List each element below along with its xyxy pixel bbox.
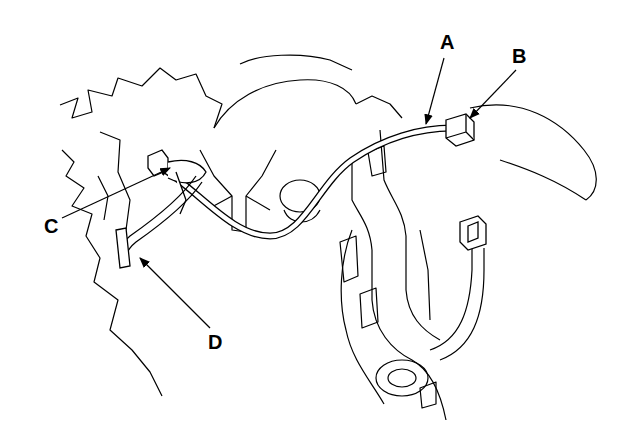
callout-wrap: A bbox=[440, 32, 454, 53]
callout-letter: A bbox=[440, 31, 454, 53]
callout-wrap: D bbox=[208, 332, 222, 353]
wire bbox=[116, 176, 202, 268]
callout-letter: D bbox=[208, 331, 222, 353]
callout-wrap: B bbox=[512, 46, 526, 67]
callout-letter: C bbox=[44, 215, 58, 237]
harness-clip bbox=[446, 114, 486, 250]
leader-line bbox=[62, 58, 516, 328]
callout-wrap: C bbox=[44, 216, 58, 237]
hose bbox=[162, 128, 452, 236]
callout-letter: B bbox=[512, 45, 526, 67]
engine-outline bbox=[60, 55, 596, 420]
hose-clamp bbox=[148, 150, 206, 214]
